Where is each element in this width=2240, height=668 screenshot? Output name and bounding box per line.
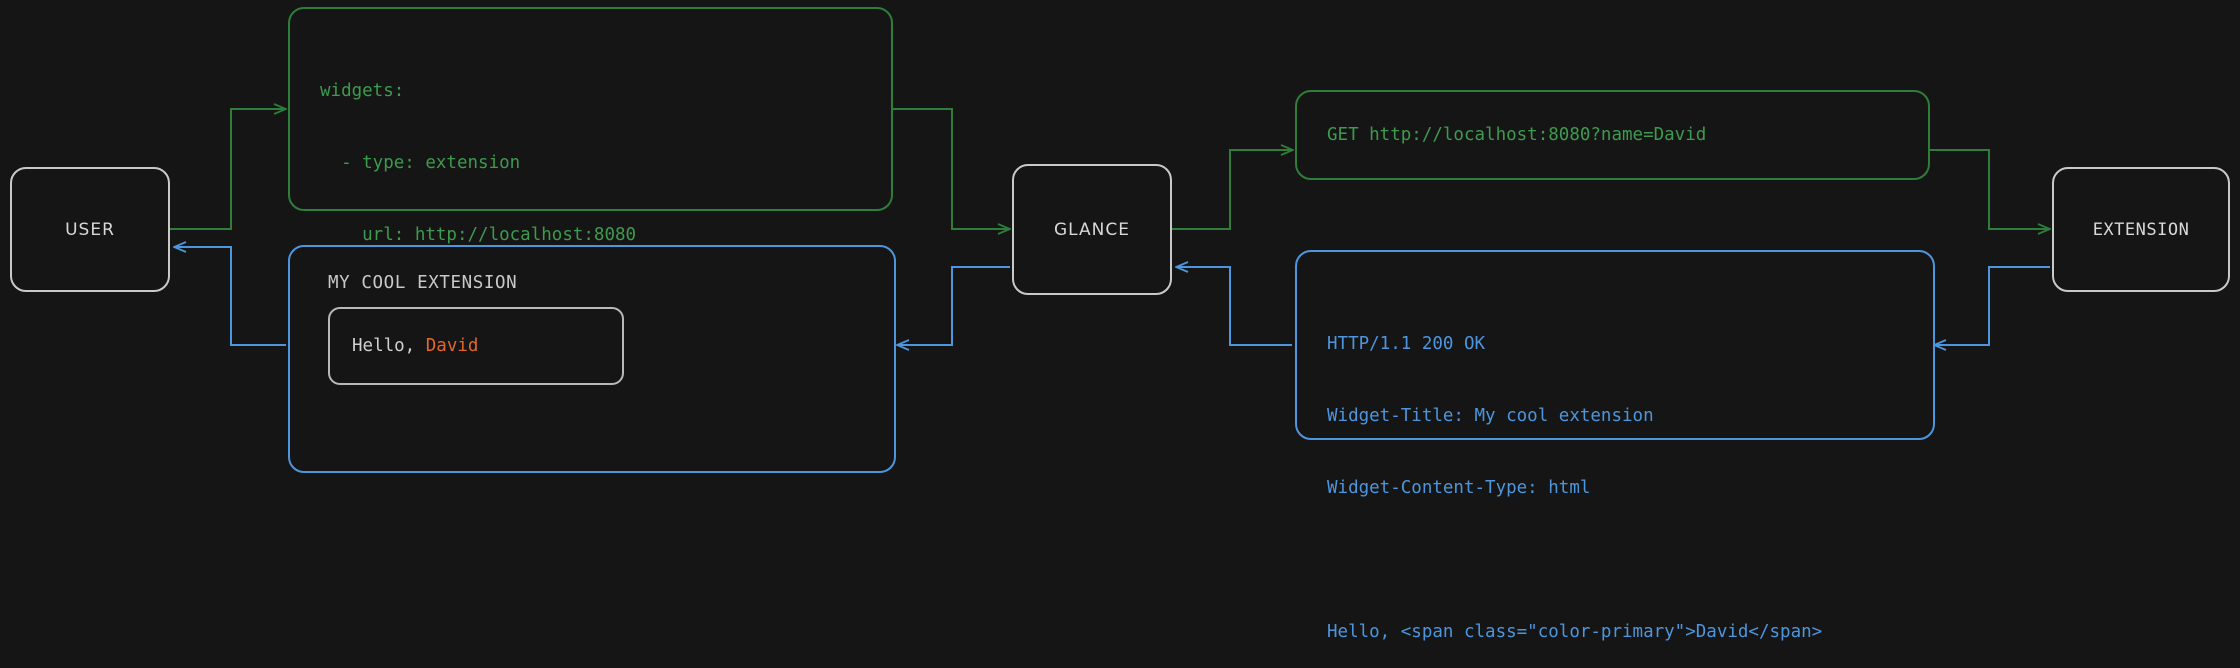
widget-greeting-name: David: [425, 336, 479, 356]
edge-glance-to-widget: [897, 266, 1010, 345]
config-line-1: - type: extension: [320, 153, 521, 173]
config-yaml-box: widgets: - type: extension url: http://l…: [288, 7, 893, 461]
edge-request-to-extension: [1930, 149, 2050, 229]
config-line-2: url: http://localhost:8080: [320, 225, 637, 245]
edge-extension-to-response: [1934, 266, 2050, 345]
node-extension[interactable]: EXTENSION: [2052, 167, 2230, 292]
response-blank-line: [1327, 548, 1903, 572]
edge-glance-to-request: [1172, 150, 1293, 230]
diagram-connectors: [170, 0, 2240, 480]
response-body-line: Hello, <span class="color-primary">David…: [1327, 622, 1823, 642]
node-user-label: USER: [65, 219, 115, 240]
edge-config-to-glance: [893, 108, 1010, 229]
node-user[interactable]: USER: [10, 167, 170, 292]
widget-title: MY COOL EXTENSION: [328, 273, 518, 293]
response-header-widget-title: Widget-Title: My cool extension: [1327, 406, 1654, 426]
node-glance[interactable]: GLANCE: [1012, 164, 1172, 295]
http-request-box: GET http://localhost:8080?name=David: [1295, 90, 1930, 180]
node-glance-label: GLANCE: [1054, 219, 1130, 240]
edge-widget-to-user: [174, 247, 286, 346]
widget-greeting-prefix: Hello,: [352, 336, 426, 356]
response-status-line: HTTP/1.1 200 OK: [1327, 334, 1486, 354]
rendered-widget-box: MY COOL EXTENSION Hello, David: [288, 245, 896, 473]
edge-user-to-config: [170, 109, 286, 230]
request-line-0: GET http://localhost:8080?name=David: [1327, 125, 1707, 145]
http-response-box: HTTP/1.1 200 OK Widget-Title: My cool ex…: [1295, 250, 1935, 642]
edge-response-to-glance: [1176, 267, 1292, 346]
node-extension-label: EXTENSION: [2092, 219, 2190, 240]
widget-content-card: Hello, David: [328, 307, 624, 385]
widget-greeting-text: Hello, David: [352, 336, 478, 356]
config-line-0: widgets:: [320, 81, 405, 101]
